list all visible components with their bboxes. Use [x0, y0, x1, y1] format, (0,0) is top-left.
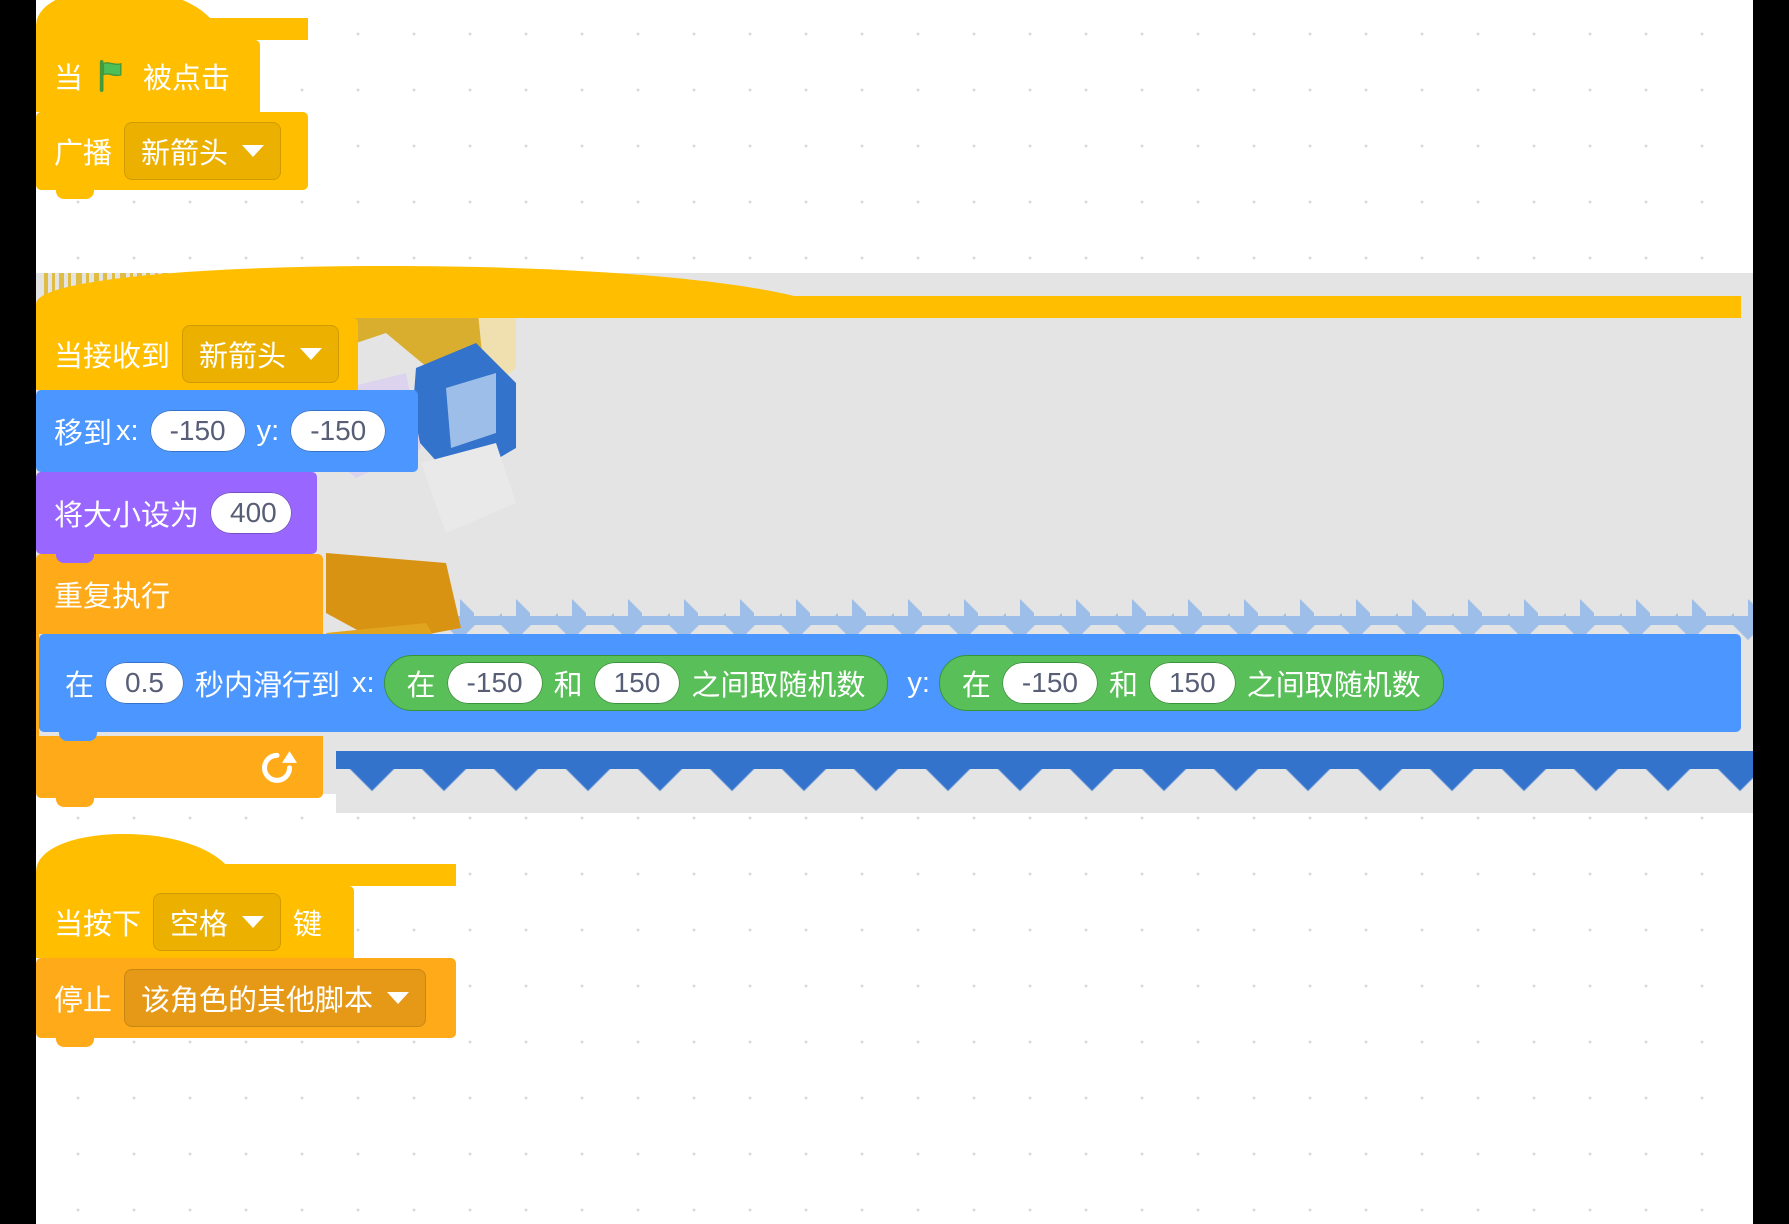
key-dropdown[interactable]: 空格: [153, 893, 282, 951]
chevron-down-icon: [242, 145, 265, 157]
go-to-label: 移到: [54, 418, 113, 450]
x-label: x:: [116, 414, 139, 447]
pick-random-block-y[interactable]: 在 -150 和 150 之间取随机数: [938, 655, 1444, 711]
forever-left-spine: [36, 634, 39, 736]
loop-arrow-icon: [262, 751, 297, 783]
glide-seconds-input[interactable]: 0.5: [105, 661, 184, 705]
pick-random-from-input-x[interactable]: -150: [446, 661, 543, 705]
broadcast-message-dropdown[interactable]: 新箭头: [124, 122, 282, 180]
chevron-down-icon: [387, 992, 410, 1004]
forever-footer[interactable]: [36, 736, 323, 807]
pick-random-suffix-label-y: 之间取随机数: [1246, 670, 1421, 702]
forever-label: 重复执行: [54, 581, 171, 613]
hat-cap: [36, 0, 308, 40]
size-input[interactable]: 400: [210, 491, 292, 535]
x-input[interactable]: -150: [149, 409, 246, 453]
when-key-pressed-block[interactable]: 当按下 空格 键: [36, 886, 354, 967]
hat-cap: [36, 266, 1741, 318]
broadcast-block[interactable]: 广播 新箭头: [36, 112, 308, 199]
y-label: y:: [256, 414, 280, 447]
pick-random-to-input-x[interactable]: 150: [593, 661, 681, 705]
code-canvas[interactable]: 当 被点击 广播 新箭头: [36, 0, 1753, 1224]
set-size-to-block[interactable]: 将大小设为 400: [36, 472, 317, 563]
pick-random-and-label-y: 和: [1108, 670, 1138, 702]
pick-random-in-label-y: 在: [961, 670, 991, 702]
pick-random-to-input-y[interactable]: 150: [1148, 661, 1236, 705]
forever-block[interactable]: 重复执行 在 0.5 秒内滑行到 x: 在 -150 和: [36, 554, 1741, 807]
glide-y-label: y:: [907, 666, 930, 699]
pick-random-block-x[interactable]: 在 -150 和 150 之间取随机数: [383, 655, 889, 711]
when-label: 当: [54, 63, 84, 95]
forever-header[interactable]: 重复执行: [36, 554, 323, 634]
green-flag-icon: [99, 59, 122, 93]
when-i-receive-label: 当接收到: [54, 341, 171, 373]
go-to-xy-block[interactable]: 移到 x: -150 y: -150: [36, 390, 418, 481]
hat-cap: [36, 834, 456, 886]
pick-random-in-label-x: 在: [406, 670, 436, 702]
when-i-receive-block[interactable]: 当接收到 新箭头: [36, 318, 358, 399]
glide-secs-to-label: 秒内滑行到: [194, 670, 340, 702]
chevron-down-icon: [300, 348, 323, 360]
stop-label: 停止: [54, 985, 113, 1017]
glide-in-label: 在: [65, 670, 95, 702]
broadcast-label: 广播: [54, 138, 113, 170]
stop-block[interactable]: 停止 该角色的其他脚本: [36, 958, 456, 1047]
pick-random-suffix-label-x: 之间取随机数: [691, 670, 866, 702]
script-receive-message[interactable]: 当接收到 新箭头 移到 x: -150 y: -150 将大小设为 400 重复…: [36, 266, 1741, 807]
glide-x-label: x:: [351, 666, 375, 699]
when-key-pressed-label: 当按下: [54, 909, 142, 941]
receive-message-value: 新箭头: [199, 341, 287, 373]
chevron-down-icon: [242, 916, 265, 928]
receive-message-dropdown[interactable]: 新箭头: [182, 325, 340, 383]
script-green-flag[interactable]: 当 被点击 广播 新箭头: [36, 0, 308, 199]
glide-secs-to-xy-block[interactable]: 在 0.5 秒内滑行到 x: 在 -150 和 150 之间取随机数 y:: [39, 634, 1741, 741]
stop-option-dropdown[interactable]: 该角色的其他脚本: [124, 969, 427, 1027]
y-input[interactable]: -150: [290, 409, 387, 453]
set-size-label: 将大小设为: [54, 500, 200, 532]
pick-random-from-input-y[interactable]: -150: [1001, 661, 1098, 705]
key-suffix-label: 键: [293, 909, 323, 941]
clicked-label: 被点击: [143, 63, 231, 95]
key-value: 空格: [170, 909, 229, 941]
stop-option-value: 该角色的其他脚本: [141, 985, 374, 1017]
broadcast-message-value: 新箭头: [141, 138, 229, 170]
script-key-pressed[interactable]: 当按下 空格 键 停止 该角色的其他脚本: [36, 834, 456, 1047]
when-green-flag-clicked[interactable]: 当 被点击: [36, 40, 260, 121]
pick-random-and-label-x: 和: [553, 670, 583, 702]
